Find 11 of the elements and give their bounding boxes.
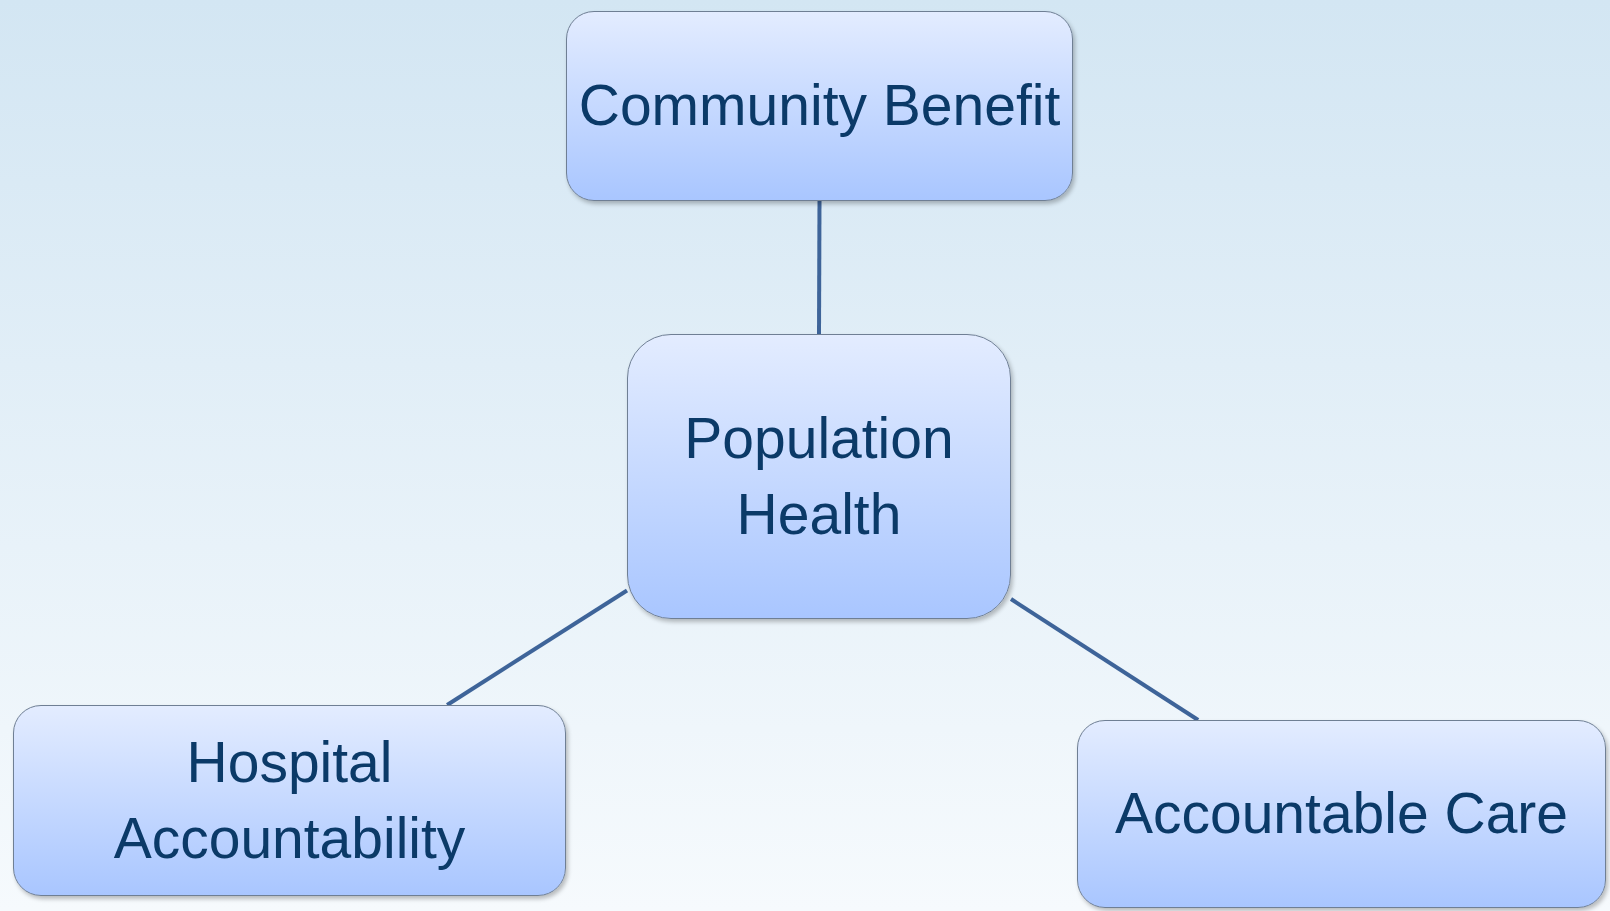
- connector-line: [446, 588, 629, 707]
- rounded-box: [13, 705, 566, 896]
- node-label: Community Benefit: [578, 72, 1061, 140]
- connector-line: [1009, 597, 1200, 722]
- node-label: Accountable Care: [1114, 780, 1569, 848]
- node-label: Population Health: [683, 404, 955, 548]
- connector-line: [817, 201, 822, 334]
- rounded-box: [566, 11, 1073, 201]
- rounded-box: [627, 334, 1011, 619]
- node-label: Hospital Accountability: [112, 728, 467, 872]
- rounded-box: [1077, 720, 1606, 908]
